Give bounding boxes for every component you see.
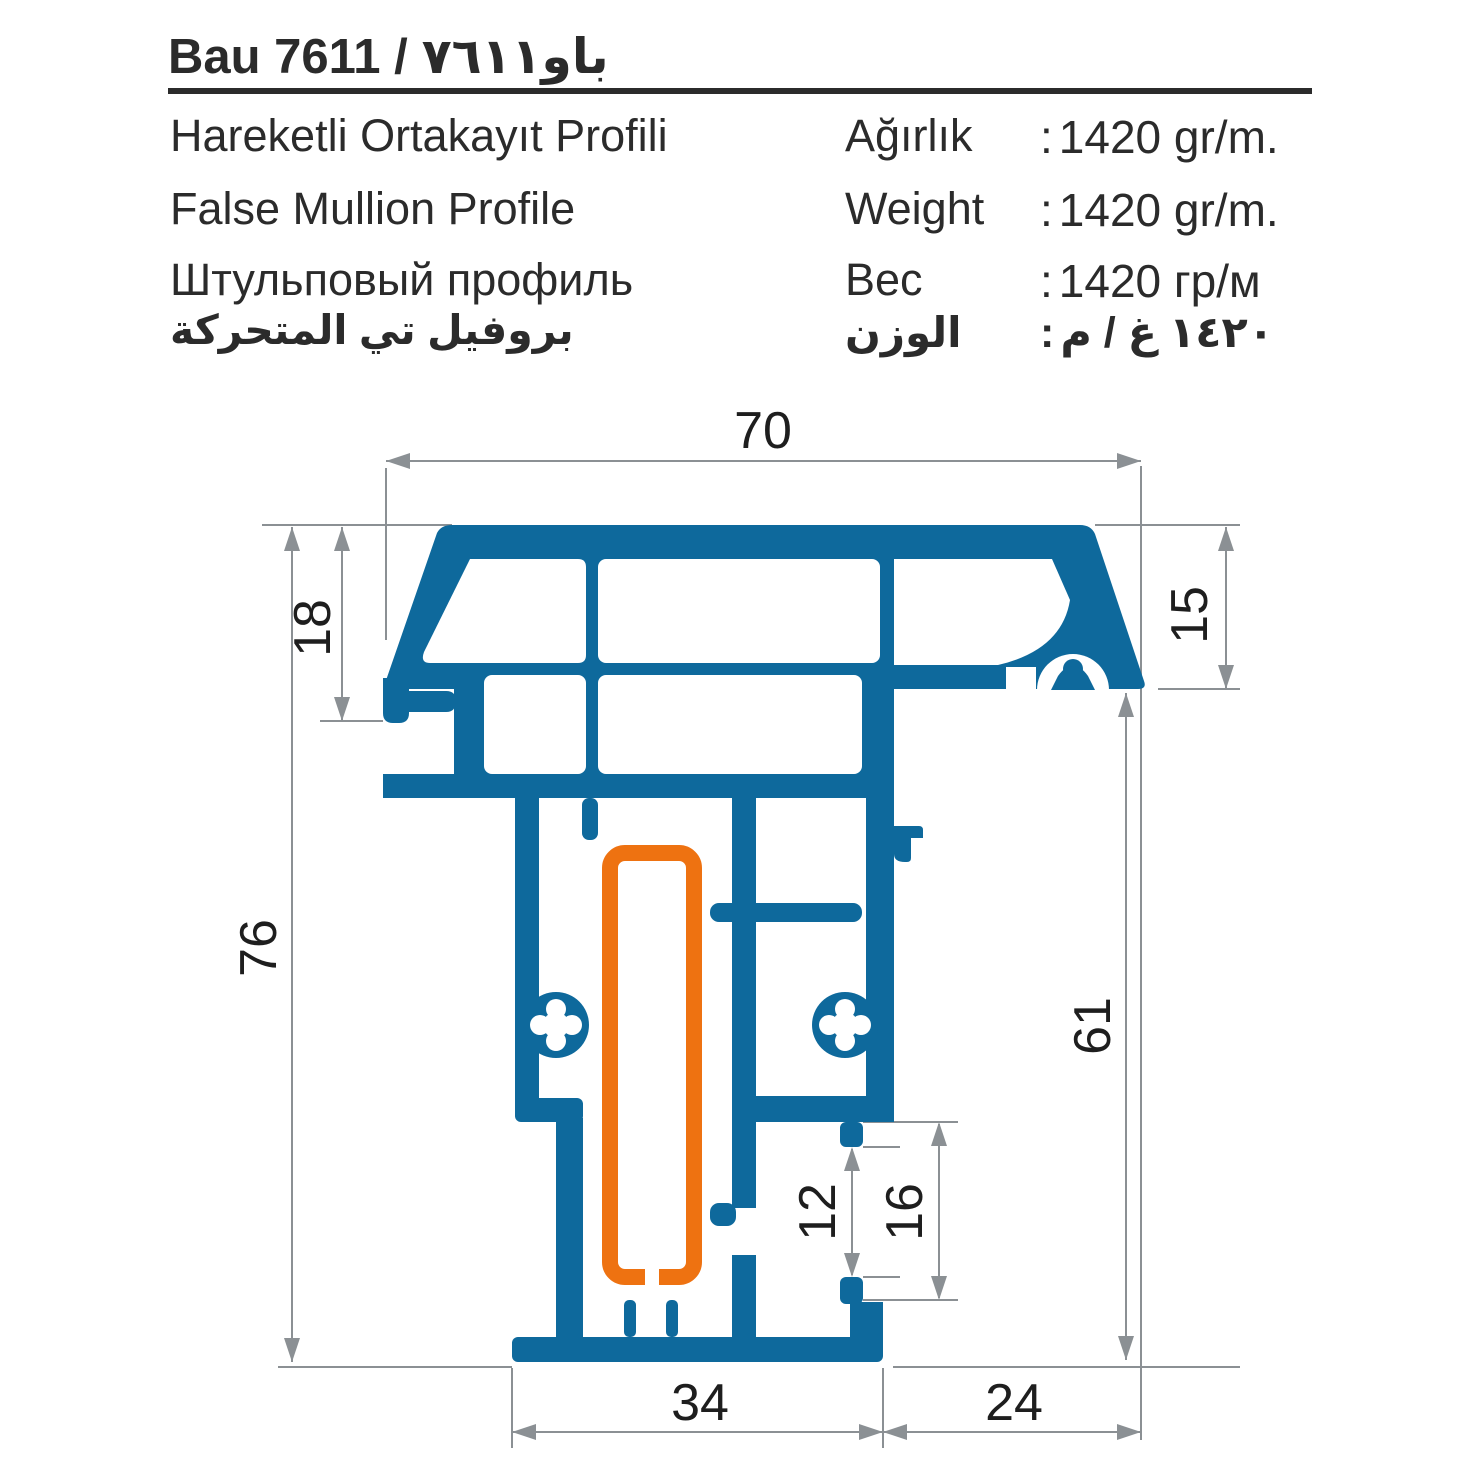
screw-hole-right — [819, 999, 871, 1051]
product-name-turkish: Hareketli Ortakayıt Profili — [170, 110, 668, 161]
weight-value-text: 1420 gr/m. — [1058, 184, 1279, 236]
chamber-upper-right — [894, 559, 1070, 665]
bottom-foot — [512, 1337, 883, 1362]
colon-separator: : — [1040, 111, 1053, 163]
title-divider — [168, 88, 1312, 94]
weight-value-arabic: :١٤٢٠ غ / م — [1040, 308, 1274, 358]
profile-cross-section — [383, 525, 1145, 1362]
steel-reinforcement — [602, 845, 702, 1289]
weight-label-russian: Вес — [845, 254, 923, 305]
left-step-shelf — [515, 1098, 583, 1122]
colon-separator: : — [1040, 255, 1053, 307]
chamber-lower-left — [484, 675, 586, 774]
screw-port-stem — [1051, 666, 1095, 690]
page-title: Bau 7611 /باو٧٦١١ — [168, 28, 609, 85]
gasket-ridge-2 — [666, 1300, 678, 1337]
dimension-24 — [883, 1424, 1141, 1440]
right-clip-hook — [894, 826, 923, 862]
product-name-arabic: بروفيل تي المتحركة — [170, 307, 574, 353]
left-gasket-lip — [402, 691, 456, 712]
weight-value-text: ١٤٢٠ غ / م — [1060, 309, 1274, 357]
dimension-70 — [386, 453, 1141, 469]
groove-lip-top — [840, 1122, 863, 1147]
profile-details — [383, 659, 1095, 1337]
dimension-34 — [512, 1424, 883, 1440]
right-foot-column — [850, 1302, 883, 1347]
weight-label-arabic: الوزن — [845, 309, 962, 356]
dim-label-18: 18 — [284, 599, 342, 657]
reinforcement-bottom-gap — [645, 1265, 659, 1289]
dim-label-61: 61 — [1064, 997, 1122, 1055]
dimension-annotations — [262, 453, 1240, 1448]
weight-value-text: 1420 гр/м — [1058, 255, 1261, 307]
body-middle-wall-lower — [732, 1255, 756, 1341]
body-middle-wall — [732, 796, 756, 1208]
weight-value-russian: :1420 гр/м — [1040, 254, 1261, 308]
body-left-wall — [515, 796, 539, 1106]
dimension-12 — [844, 1147, 860, 1277]
screw-port-undercut — [1006, 667, 1036, 689]
chamber-upper-left — [422, 559, 586, 663]
dimension-76 — [284, 527, 300, 1362]
colon-separator: : — [1040, 184, 1053, 236]
dimension-15 — [1218, 527, 1234, 689]
dimension-61 — [1118, 693, 1134, 1360]
weight-value-english: :1420 gr/m. — [1040, 183, 1279, 237]
dim-label-15: 15 — [1161, 586, 1219, 644]
groove-top-web — [733, 1096, 883, 1122]
screw-hole-left — [530, 999, 582, 1051]
dim-label-24: 24 — [985, 1374, 1043, 1432]
weight-label-english: Weight — [845, 183, 985, 234]
profile-chambers — [383, 559, 1109, 1051]
weight-value-turkish: :1420 gr/m. — [1040, 110, 1279, 164]
dim-label-34: 34 — [671, 1374, 729, 1432]
dim-label-76: 76 — [230, 919, 288, 977]
chamber-upper-middle — [598, 559, 880, 663]
page-title-arabic: باو٧٦١١ — [421, 30, 609, 84]
reinforcement-channel — [602, 845, 702, 1285]
dim-label-16: 16 — [876, 1183, 934, 1241]
colon-separator: : — [1040, 309, 1055, 357]
body-left-wall-lower — [556, 1118, 583, 1343]
profile-head — [383, 525, 1145, 1122]
dimension-16 — [931, 1122, 947, 1300]
product-name-russian: Штульповый профиль — [170, 254, 634, 305]
inner-cross-web — [710, 903, 862, 922]
gasket-ridge-1 — [624, 1300, 636, 1337]
product-name-english: False Mullion Profile — [170, 183, 576, 234]
dimension-labels: 70 18 76 15 61 12 16 34 24 — [230, 402, 1219, 1432]
dim-label-70: 70 — [734, 402, 792, 460]
weight-label-turkish: Ağırlık — [845, 110, 973, 161]
chamber-lower-middle — [598, 675, 862, 774]
dim-label-12: 12 — [789, 1183, 847, 1241]
page-title-latin: Bau 7611 / — [168, 30, 408, 84]
dimension-18 — [334, 527, 350, 721]
weight-value-text: 1420 gr/m. — [1058, 111, 1279, 163]
groove-lip-bottom — [840, 1277, 863, 1304]
middle-wall-hook — [710, 1203, 736, 1226]
hanging-rib — [582, 798, 598, 840]
